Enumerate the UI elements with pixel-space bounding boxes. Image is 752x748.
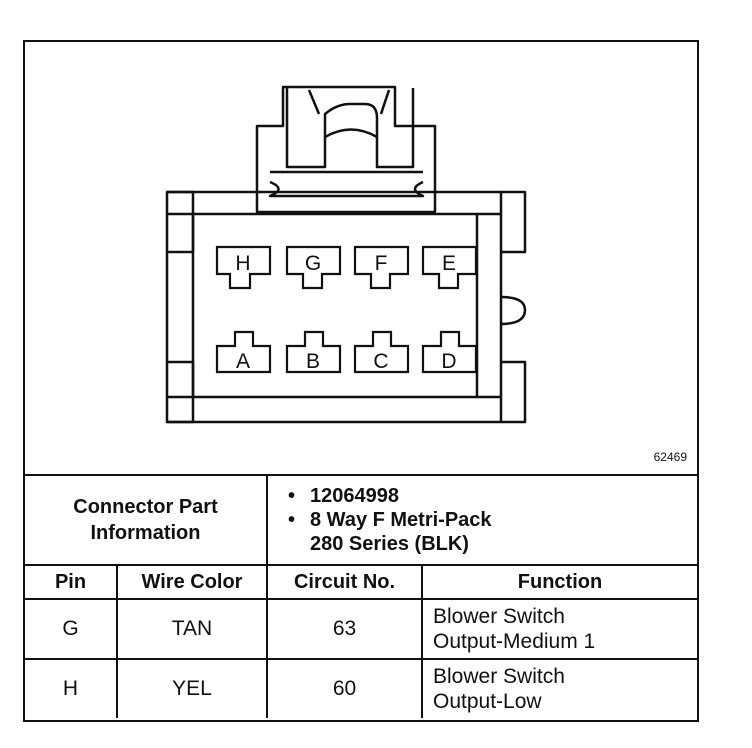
pin-label-b: B [306,350,320,373]
latch-housing [255,85,437,214]
pin-label-f: F [375,252,388,275]
function-line1: Blower Switch [433,605,565,628]
connector-description-line1: 8 Way F Metri-Pack [310,509,492,531]
connector-drawing-area: H G F E A B C D 62469 [25,42,697,474]
pin-label-d: D [441,350,456,373]
connector-info-label-line2: Information [90,522,201,544]
function-cell: Blower Switch Output-Medium 1 [420,598,698,660]
terminal-row-bottom [215,330,478,374]
header-wire-color: Wire Color [116,564,268,600]
terminal-row-top [215,245,478,290]
pin-label-c: C [373,350,388,373]
wire-color-cell: YEL [116,658,268,718]
pin-label-a: A [236,350,250,373]
pin-label-g: G [305,252,321,275]
connector-description-line2: 280 Series (BLK) [310,533,469,555]
connector-info-label: Connector Part Information [25,474,268,566]
header-circuit-no: Circuit No. [266,564,423,600]
connector-face-drawing: H G F E A B C D [165,85,527,424]
connector-info-value: •12064998 •8 Way F Metri-Pack 280 Series… [265,474,698,566]
table-header-row: Pin Wire Color Circuit No. Function [25,564,698,600]
connector-info-row: Connector Part Information •12064998 •8 … [25,474,698,566]
connector-info-label-line1: Connector Part [73,496,218,518]
connector-body [165,190,503,424]
function-line1: Blower Switch [433,665,565,688]
figure-id: 62469 [653,450,687,464]
function-line2: Output-Medium 1 [433,630,596,653]
part-number: 12064998 [310,485,399,507]
function-line2: Output-Low [433,690,542,713]
wire-color-cell: TAN [116,598,268,660]
connector-diagram-frame: H G F E A B C D 62469 Connector Part Inf… [23,40,699,722]
pin-label-e: E [442,252,456,275]
pin-cell: H [25,658,118,718]
function-cell: Blower Switch Output-Low [420,658,698,718]
circuit-cell: 60 [266,658,423,718]
pin-cell: G [25,598,118,660]
circuit-cell: 63 [266,598,423,660]
header-pin: Pin [25,564,118,600]
table-row: H YEL 60 Blower Switch Output-Low [25,658,698,718]
header-function: Function [420,564,698,600]
pin-label-h: H [235,252,250,275]
table-row: G TAN 63 Blower Switch Output-Medium 1 [25,598,698,660]
connector-info-table: Connector Part Information •12064998 •8 … [25,474,698,718]
